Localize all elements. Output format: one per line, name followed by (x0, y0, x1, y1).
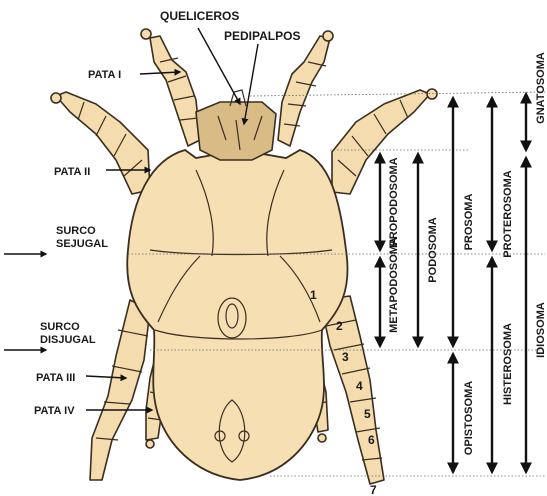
segment-number-1: 1 (310, 288, 317, 302)
region-label-prosoma: PROSOMA (463, 194, 475, 251)
region-label-propodosoma: PROPODOSOMA (388, 157, 400, 246)
region-arrows (380, 94, 526, 472)
segment-number-3: 3 (342, 350, 349, 364)
region-label-opistosoma: OPISTOSOMA (463, 381, 475, 455)
label-queliceros: QUELICEROS (160, 9, 239, 23)
region-label-proterosoma: PROTEROSOMA (502, 170, 514, 257)
label-pedipalpos: PEDIPALPOS (224, 29, 300, 43)
region-label-gnatosoma: GNATOSOMA (535, 52, 547, 124)
segment-number-6: 6 (368, 433, 375, 447)
region-label-podosoma: PODOSOMA (427, 217, 439, 282)
label-pata-iv: PATA IV (34, 405, 75, 417)
label-surco-disjugal-line1: SURCO (40, 321, 80, 333)
segment-number-7: 7 (370, 483, 377, 496)
region-label-histerosoma: HISTEROSOMA (502, 323, 514, 405)
gnathosoma (196, 90, 276, 160)
label-surco-sejugal-line1: SURCO (56, 225, 96, 237)
region-label-metapodosoma: METAPODOSOMA (388, 237, 400, 333)
region-label-idiosoma: IDIOSOMA (535, 302, 547, 358)
leg-iii-left (90, 300, 150, 480)
label-pata-i: PATA I (88, 69, 121, 81)
leg-i-left (141, 29, 200, 146)
mite-body (127, 150, 347, 480)
leg-ii-right (332, 89, 437, 194)
label-surco-sejugal-line2: SEJUGAL (56, 238, 108, 250)
leg-i-right (278, 31, 333, 146)
label-pata-iii: PATA III (36, 372, 75, 384)
label-pata-ii: PATA II (54, 166, 90, 178)
segment-number-5: 5 (364, 407, 371, 421)
segment-number-2: 2 (336, 319, 343, 333)
label-surco-disjugal-line2: DISJUGAL (40, 334, 96, 346)
segment-number-4: 4 (356, 379, 363, 393)
leg-ii-left (51, 92, 150, 194)
leg-iv-right (320, 296, 384, 484)
